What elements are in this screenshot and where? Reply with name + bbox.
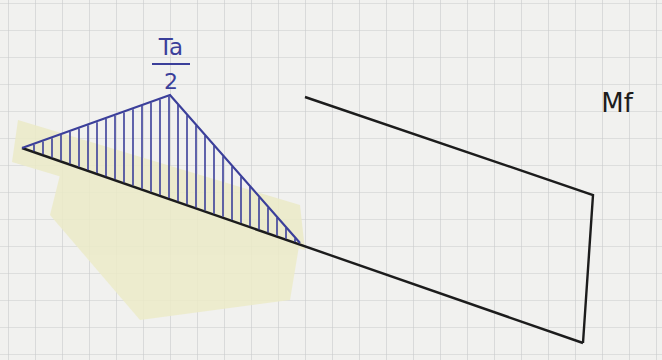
- diagram-name: Mf: [601, 90, 633, 116]
- triangular-moment-diagram: [22, 95, 300, 243]
- hatch-line: [276, 218, 278, 236]
- beam-axis: [22, 148, 583, 343]
- hatch-line: [123, 112, 125, 182]
- hatch-line: [114, 116, 116, 180]
- hatch-line: [249, 187, 251, 226]
- fraction-bar: [152, 63, 190, 65]
- hatch-line: [42, 141, 44, 154]
- hatch-line: [69, 132, 71, 164]
- hatch-line: [267, 208, 269, 233]
- hatch-line: [231, 167, 233, 220]
- hatch-line: [240, 177, 242, 223]
- hatch-line: [105, 119, 107, 176]
- hatch-line: [186, 115, 188, 204]
- hatch-line: [222, 156, 224, 217]
- moment-value: 2: [164, 71, 178, 93]
- hatch-line: [96, 122, 98, 173]
- constant-moment-diagram: [305, 97, 593, 343]
- hatch-line: [141, 106, 143, 189]
- hatch-line: [213, 146, 215, 214]
- hatch-line: [132, 109, 134, 185]
- hatch-line: [159, 100, 161, 195]
- moment-value: Ta: [159, 36, 183, 59]
- tape: [12, 120, 305, 320]
- hatch-line: [258, 197, 260, 229]
- hatch-line: [87, 125, 89, 170]
- hatch-line: [33, 145, 35, 151]
- hatch-line: [168, 96, 170, 198]
- hatch-line: [150, 103, 152, 192]
- hatch-line: [51, 138, 53, 157]
- hatching: [34, 96, 295, 242]
- hatch-line: [285, 228, 287, 239]
- hatch-line: [78, 129, 80, 167]
- hatch-line: [195, 126, 197, 208]
- hatch-line: [204, 136, 206, 211]
- hatch-line: [177, 105, 179, 201]
- hatch-line: [60, 135, 62, 161]
